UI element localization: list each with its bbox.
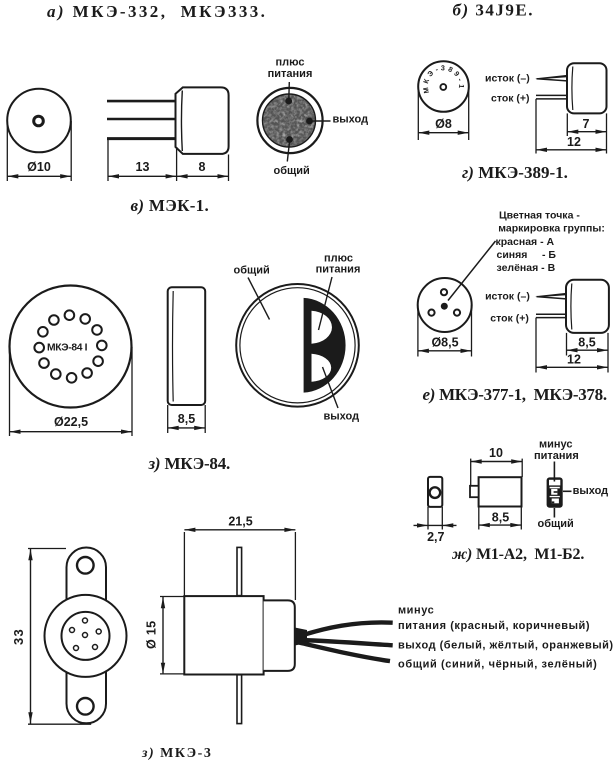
svg-text:выход: выход	[573, 485, 609, 497]
svg-text:общий: общий	[234, 265, 270, 277]
svg-text:зелёная - В: зелёная - В	[497, 262, 556, 274]
svg-text:2,7: 2,7	[427, 530, 444, 544]
svg-text:Ø8: Ø8	[435, 117, 452, 131]
svg-text:8,5: 8,5	[492, 511, 509, 525]
svg-text:б) 34J9E.: б) 34J9E.	[453, 1, 535, 20]
svg-text:выход: выход	[333, 114, 369, 126]
svg-text:синяя - Б: синяя - Б	[497, 249, 557, 261]
svg-text:12: 12	[567, 353, 581, 367]
svg-text:Ø22,5: Ø22,5	[54, 415, 88, 429]
svg-text:13: 13	[136, 160, 150, 174]
svg-text:21,5: 21,5	[228, 515, 252, 529]
svg-text:Цветная точка -: Цветная точка -	[499, 210, 580, 222]
svg-text:Ø10: Ø10	[27, 160, 51, 174]
svg-text:питания (красный, коричневый): питания (красный, коричневый)	[398, 620, 590, 632]
svg-text:общий: общий	[274, 165, 310, 177]
svg-text:в) МЭК-1.: в) МЭК-1.	[131, 196, 210, 215]
svg-text:7: 7	[583, 117, 590, 131]
svg-text:з) МКЭ-84.: з) МКЭ-84.	[148, 454, 231, 473]
svg-text:питания: питания	[268, 68, 313, 80]
svg-text:8,5: 8,5	[178, 412, 195, 426]
svg-text:сток (+): сток (+)	[490, 313, 529, 325]
svg-text:минус: минус	[398, 605, 434, 617]
svg-text:исток (–): исток (–)	[485, 291, 530, 303]
svg-text:питания: питания	[534, 450, 579, 462]
svg-text:10: 10	[489, 446, 503, 460]
svg-text:плюс: плюс	[276, 57, 305, 69]
svg-text:исток (–): исток (–)	[485, 73, 530, 85]
svg-text:а) МКЭ-332, МКЭ333.: а) МКЭ-332, МКЭ333.	[47, 2, 267, 21]
svg-text:маркировка группы:: маркировка группы:	[498, 223, 605, 235]
svg-text:8: 8	[199, 160, 206, 174]
svg-text:8,5: 8,5	[578, 336, 595, 350]
svg-text:е) МКЭ-377-1, МКЭ-378.: е) МКЭ-377-1, МКЭ-378.	[423, 385, 607, 404]
svg-text:сток (+): сток (+)	[491, 93, 530, 105]
svg-text:МКЭ-84 I: МКЭ-84 I	[47, 342, 88, 353]
svg-text:выход: выход	[324, 411, 360, 423]
svg-text:г) МКЭ-389-1.: г) МКЭ-389-1.	[462, 163, 568, 182]
svg-text:красная - А: красная - А	[496, 236, 555, 248]
svg-text:общий: общий	[538, 518, 574, 530]
svg-text:ж) М1-А2, М1-Б2.: ж) М1-А2, М1-Б2.	[451, 546, 584, 563]
svg-text:минус: минус	[539, 439, 573, 451]
svg-text:питания: питания	[316, 264, 361, 276]
svg-text:Ø8,5: Ø8,5	[431, 336, 458, 350]
svg-text:Ø 15: Ø 15	[145, 621, 159, 649]
svg-text:плюс: плюс	[324, 253, 353, 265]
svg-text:33: 33	[11, 628, 26, 645]
svg-text:12: 12	[567, 135, 581, 149]
svg-text:общий (синий, чёрный, зелёный): общий (синий, чёрный, зелёный)	[398, 658, 597, 670]
svg-text:з) МКЭ-3: з) МКЭ-3	[141, 746, 212, 761]
svg-text:выход (белый, жёлтый, оранжевы: выход (белый, жёлтый, оранжевый)	[398, 639, 613, 651]
